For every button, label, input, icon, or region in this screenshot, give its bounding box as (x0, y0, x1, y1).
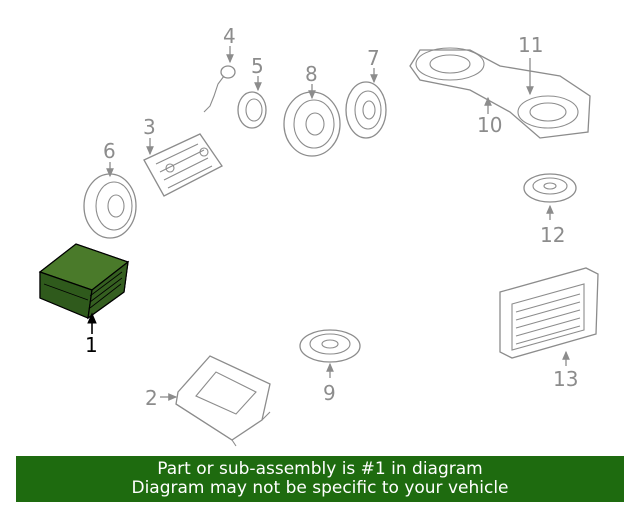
callout-6: 6 (103, 139, 116, 163)
callout-7: 7 (367, 46, 380, 70)
callout-13: 13 (553, 367, 578, 391)
part-3-control-panel (143, 133, 223, 197)
part-13-module (499, 267, 599, 359)
callout-5: 5 (251, 54, 264, 78)
part-8-speaker (283, 91, 341, 157)
callout-1: 1 (85, 333, 98, 357)
part-7-speaker (345, 81, 387, 139)
part-9-speaker (299, 329, 361, 363)
part-12-speaker (523, 173, 577, 203)
part-6-speaker (83, 173, 137, 239)
callout-9: 9 (323, 381, 336, 405)
part-2-module (175, 355, 271, 447)
callout-10: 10 (477, 113, 502, 137)
callout-2: 2 (145, 386, 158, 410)
banner-line-2: Diagram may not be specific to your vehi… (131, 478, 509, 498)
diagram-notice-banner: Part or sub-assembly is #1 in diagram Di… (16, 456, 624, 502)
banner-line-1: Part or sub-assembly is #1 in diagram (157, 459, 483, 479)
callout-8: 8 (305, 62, 318, 86)
callout-11: 11 (518, 33, 543, 57)
parts-diagram: 1 2 3 4 5 6 7 (38, 24, 599, 447)
callout-12: 12 (540, 223, 565, 247)
part-5-speaker (237, 91, 267, 129)
callout-4: 4 (223, 24, 236, 48)
part-1-amplifier[interactable] (38, 243, 130, 320)
part-4-tweeter (203, 65, 236, 113)
part-10-11-subwoofer-assembly (409, 47, 591, 139)
callout-3: 3 (143, 115, 156, 139)
